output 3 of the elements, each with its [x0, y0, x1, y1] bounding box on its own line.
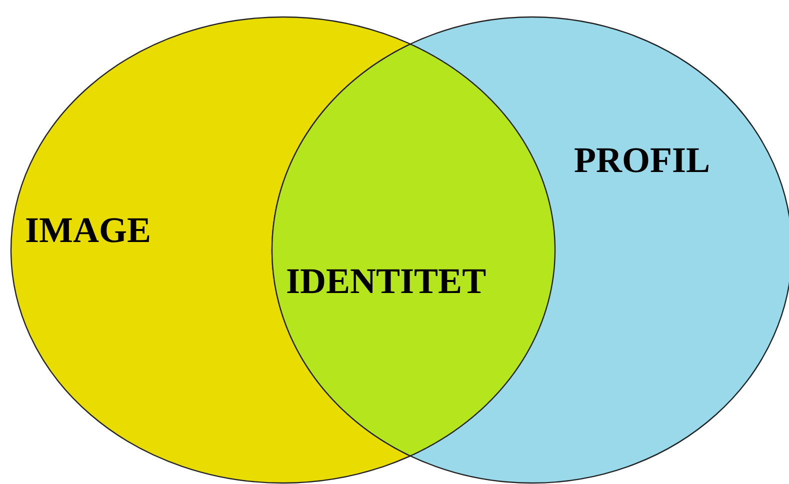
set-label: PROFIL — [574, 139, 710, 181]
set-label: IMAGE — [25, 209, 151, 251]
set-label: IDENTITET — [286, 260, 486, 302]
